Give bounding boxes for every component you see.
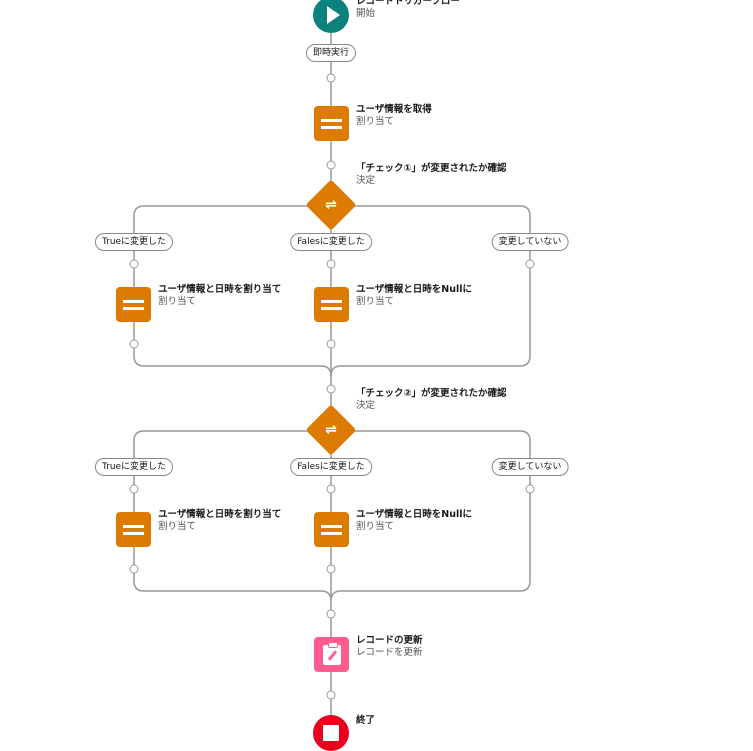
node-subtitle: 割り当て bbox=[356, 116, 395, 127]
branch-default[interactable]: 変更していない bbox=[491, 233, 569, 251]
decision-2-label: 「チェック②」が変更されたか確認決定 bbox=[356, 388, 507, 412]
connector-add[interactable] bbox=[326, 609, 336, 619]
decision-1-label: 「チェック①」が変更されたか確認決定 bbox=[356, 163, 507, 187]
branch-true[interactable]: Trueに変更した bbox=[94, 458, 174, 476]
end-label: 終了 bbox=[356, 715, 375, 727]
node-title: 「チェック①」が変更されたか確認 bbox=[356, 163, 507, 174]
connector-add[interactable] bbox=[326, 160, 336, 170]
node-subtitle: 決定 bbox=[356, 175, 376, 186]
assignment-icon bbox=[123, 299, 144, 310]
assign-false-node[interactable] bbox=[314, 287, 349, 322]
get-user-label: ユーザ情報を取得割り当て bbox=[356, 104, 432, 128]
update-record-label: レコードの更新レコードを更新 bbox=[356, 635, 423, 659]
node-title: 終了 bbox=[356, 715, 376, 726]
end-node[interactable] bbox=[313, 715, 349, 751]
node-subtitle: 割り当て bbox=[356, 296, 395, 307]
connector-add[interactable] bbox=[525, 259, 535, 269]
assign-true-label: ユーザ情報と日時を割り当て割り当て bbox=[158, 284, 281, 308]
assign-false-node[interactable] bbox=[314, 512, 349, 547]
node-title: ユーザ情報と日時をNullに bbox=[356, 509, 473, 520]
assignment-icon bbox=[321, 524, 342, 535]
connector-add[interactable] bbox=[129, 259, 139, 269]
connector-add[interactable] bbox=[326, 259, 336, 269]
update-record-node[interactable] bbox=[314, 637, 349, 672]
connector-add[interactable] bbox=[326, 339, 336, 349]
branch-false[interactable]: Falesに変更した bbox=[290, 458, 372, 476]
branch-false[interactable]: Falesに変更した bbox=[290, 233, 372, 251]
node-subtitle: 決定 bbox=[356, 400, 376, 411]
start-label: レコードトリガーフロー開始 bbox=[356, 0, 460, 20]
node-subtitle: レコードを更新 bbox=[356, 647, 423, 658]
connector-add[interactable] bbox=[129, 484, 139, 494]
assign-true-node[interactable] bbox=[116, 512, 151, 547]
node-title: ユーザ情報を取得 bbox=[356, 104, 432, 115]
assign-false-label: ユーザ情報と日時をNullに割り当て bbox=[356, 509, 472, 533]
connector-add[interactable] bbox=[129, 564, 139, 574]
node-title: ユーザ情報と日時を割り当て bbox=[158, 509, 282, 520]
get-user-node[interactable] bbox=[314, 106, 349, 141]
connector-add[interactable] bbox=[129, 339, 139, 349]
signpost-icon: ⇌ bbox=[325, 422, 337, 438]
connector-add[interactable] bbox=[326, 73, 336, 83]
node-subtitle: 割り当て bbox=[158, 296, 197, 307]
assign-true-label: ユーザ情報と日時を割り当て割り当て bbox=[158, 509, 281, 533]
connector-add[interactable] bbox=[525, 484, 535, 494]
start-title: レコードトリガーフロー bbox=[356, 0, 460, 7]
node-subtitle: 割り当て bbox=[356, 521, 395, 532]
assignment-icon bbox=[321, 118, 342, 129]
connector-add[interactable] bbox=[326, 384, 336, 394]
start-subtitle: 開始 bbox=[356, 8, 376, 19]
stop-icon bbox=[323, 725, 339, 741]
start-node[interactable] bbox=[313, 0, 349, 33]
connector-add[interactable] bbox=[326, 690, 336, 700]
signpost-icon: ⇌ bbox=[325, 197, 337, 213]
assignment-icon bbox=[123, 524, 144, 535]
assignment-icon bbox=[321, 299, 342, 310]
branch-default[interactable]: 変更していない bbox=[491, 458, 569, 476]
run-immediately-pill[interactable]: 即時実行 bbox=[305, 44, 357, 62]
node-title: 「チェック②」が変更されたか確認 bbox=[356, 388, 507, 399]
play-icon bbox=[326, 6, 340, 24]
branch-true[interactable]: Trueに変更した bbox=[94, 233, 174, 251]
node-title: ユーザ情報と日時をNullに bbox=[356, 284, 473, 295]
assign-false-label: ユーザ情報と日時をNullに割り当て bbox=[356, 284, 472, 308]
node-subtitle: 割り当て bbox=[158, 521, 197, 532]
assign-true-node[interactable] bbox=[116, 287, 151, 322]
node-title: ユーザ情報と日時を割り当て bbox=[158, 284, 282, 295]
clipboard-edit-icon bbox=[322, 641, 341, 665]
connector-add[interactable] bbox=[326, 484, 336, 494]
node-title: レコードの更新 bbox=[356, 635, 423, 646]
connector-add[interactable] bbox=[326, 564, 336, 574]
